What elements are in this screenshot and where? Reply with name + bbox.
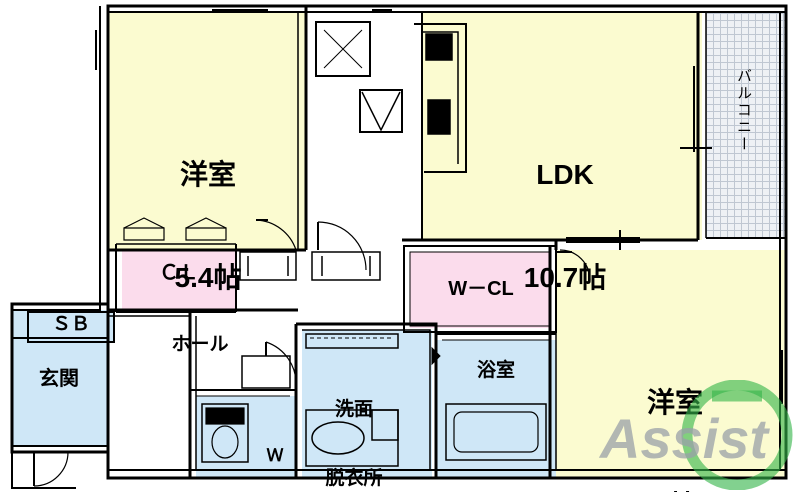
- label-ldk-line2: 10.7帖: [523, 262, 607, 294]
- label-yokushitsu: 浴室: [476, 360, 515, 381]
- room-fill-washitsu-54: [108, 12, 306, 250]
- label-yoshitsu-6-line1: 洋室: [646, 387, 703, 419]
- label-senmen-line2: 脱衣所: [325, 468, 383, 490]
- room-fill-cl: [122, 250, 236, 310]
- label-hall: ホール: [171, 334, 229, 355]
- label-washitsu-54-line1: 洋室: [179, 159, 236, 191]
- label-genkan: 玄関: [39, 368, 79, 390]
- room-fill-ldk: [422, 12, 702, 240]
- room-fill-wcl: [410, 252, 550, 328]
- label-yoshitsu-6: 洋室 6帖: [600, 320, 750, 492]
- room-fill-senmen: [302, 330, 432, 478]
- label-senmen: 洗面 脱衣所: [308, 354, 400, 492]
- label-wc-line1: Ｗ: [266, 446, 284, 466]
- label-balcony: バルコニー: [735, 68, 752, 153]
- label-cl: ＣＬ: [159, 262, 199, 284]
- label-sb: ＳＢ: [51, 314, 90, 335]
- label-wcl: W－CL: [448, 278, 514, 300]
- room-fill-balcony: [706, 12, 786, 238]
- label-washitsu-54: 洋室 5.4帖: [118, 92, 298, 360]
- label-yoshitsu-6-line2: 6帖: [600, 489, 750, 492]
- room-fill-yokushitsu: [436, 340, 556, 478]
- label-washitsu-54-line2: 5.4帖: [174, 262, 242, 294]
- label-senmen-line1: 洗面: [334, 398, 373, 420]
- label-wc: Ｗ Ｃ: [262, 406, 288, 492]
- label-ldk-line1: LDK: [536, 159, 594, 191]
- label-ldk: LDK 10.7帖: [470, 92, 660, 360]
